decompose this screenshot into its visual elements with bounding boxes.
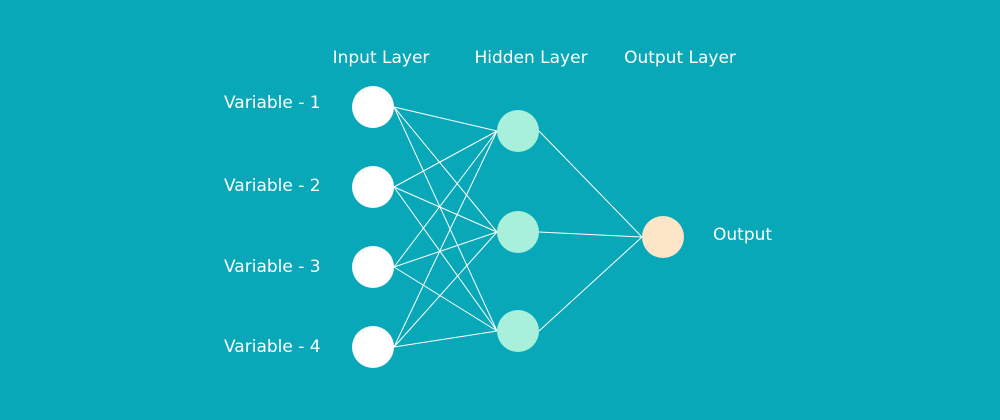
hidden-node-3 [497, 310, 539, 352]
connection-input-2-hidden-2 [393, 186, 498, 233]
connection-input-2-hidden-3 [393, 186, 498, 332]
connection-input-4-hidden-3 [393, 330, 498, 348]
output-layer-title: Output Layer [624, 48, 736, 68]
connection-input-1-hidden-3 [393, 106, 498, 332]
input-node-3 [352, 246, 394, 288]
output-node-1 [642, 216, 684, 258]
hidden-layer-title: Hidden Layer [474, 48, 588, 68]
hidden-node-2 [497, 211, 539, 253]
connection-input-1-hidden-1 [393, 106, 498, 132]
input-label-4: Variable - 4 [224, 337, 321, 357]
input-node-1 [352, 86, 394, 128]
connection-input-3-hidden-3 [393, 266, 498, 332]
input-layer-title: Input Layer [332, 48, 430, 68]
output-label: Output [713, 225, 773, 245]
connection-input-2-hidden-1 [393, 130, 498, 188]
input-node-2 [352, 166, 394, 208]
input-node-4 [352, 326, 394, 368]
connection-hidden-1-output-1 [538, 130, 643, 238]
connection-input-3-hidden-1 [393, 130, 498, 268]
hidden-node-1 [497, 110, 539, 152]
input-label-1: Variable - 1 [224, 93, 321, 113]
input-label-3: Variable - 3 [224, 257, 321, 277]
input-label-2: Variable - 2 [224, 176, 321, 196]
connection-hidden-3-output-1 [538, 236, 643, 332]
connection-input-3-hidden-2 [393, 231, 498, 268]
connection-input-4-hidden-2 [393, 231, 498, 348]
connection-input-1-hidden-2 [393, 106, 498, 233]
connection-hidden-2-output-1 [538, 231, 643, 238]
connection-input-4-hidden-1 [393, 130, 498, 348]
